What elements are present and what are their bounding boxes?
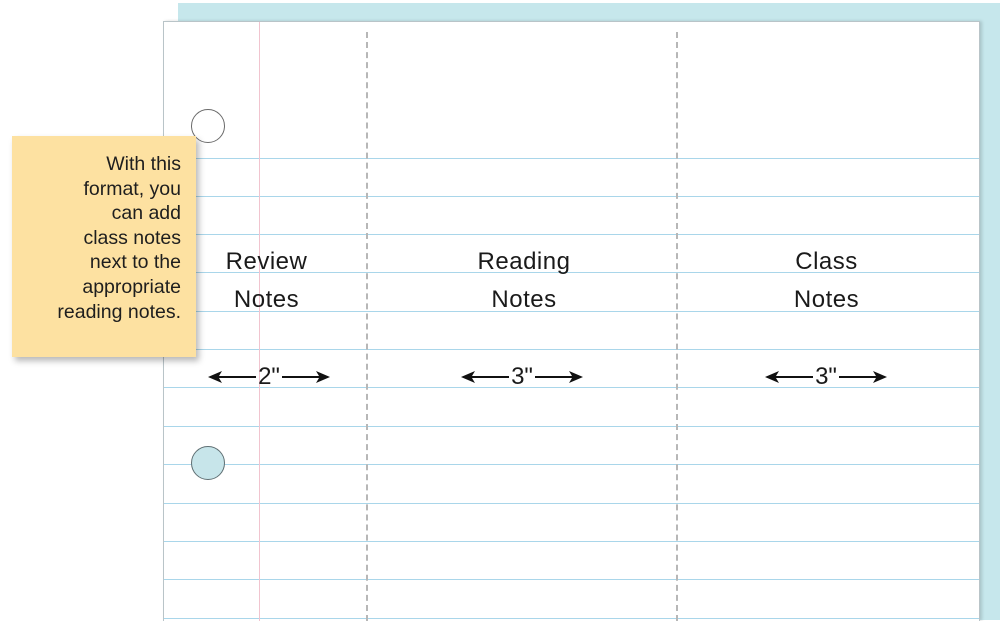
notebook-paper: Review Notes 2" Reading Notes 3" Class N… <box>163 21 980 621</box>
ruled-line <box>164 503 979 504</box>
ruled-line <box>164 234 979 235</box>
column-divider <box>676 32 678 621</box>
ruled-line <box>164 618 979 619</box>
width-indicator-reading: 3" <box>447 363 597 390</box>
ruled-line <box>164 349 979 350</box>
right-arrow-icon <box>281 371 330 383</box>
column-title-line: Reading <box>477 248 571 275</box>
width-label: 3" <box>511 363 533 390</box>
column-title-line: Notes <box>491 286 557 313</box>
column-title-line: Review <box>225 248 308 275</box>
width-label: 3" <box>815 363 837 390</box>
right-arrow-icon <box>534 371 583 383</box>
callout-line: reading notes. <box>57 300 181 323</box>
ruled-line <box>164 272 979 273</box>
ruled-line <box>164 579 979 580</box>
left-arrow-icon <box>765 371 814 383</box>
margin-line <box>259 22 260 621</box>
left-arrow-icon <box>461 371 510 383</box>
column-title-review: Review Notes <box>204 243 329 319</box>
callout-note: With this format, you can add class note… <box>12 136 196 357</box>
left-arrow-icon <box>208 371 257 383</box>
callout-line: next to the <box>89 251 181 274</box>
column-title-line: Class <box>795 248 858 275</box>
binder-hole <box>191 109 225 143</box>
callout-line: format, you <box>83 177 181 200</box>
ruled-line <box>164 426 979 427</box>
callout-line: With this <box>106 153 181 175</box>
width-indicator-review: 2" <box>194 363 344 390</box>
binder-hole <box>191 446 225 480</box>
ruled-line <box>164 464 979 465</box>
width-indicator-class: 3" <box>751 363 901 390</box>
callout-line: can add <box>111 202 181 225</box>
column-title-line: Notes <box>233 286 300 313</box>
ruled-line <box>164 311 979 312</box>
column-title-class: Class Notes <box>749 243 904 319</box>
callout-line: class notes <box>83 226 181 249</box>
ruled-line <box>164 196 979 197</box>
column-title-line: Notes <box>793 286 860 313</box>
width-label: 2" <box>258 363 280 390</box>
ruled-line <box>164 541 979 542</box>
right-arrow-icon <box>838 371 887 383</box>
ruled-line <box>164 387 979 388</box>
ruled-line <box>164 158 979 159</box>
column-title-reading: Reading Notes <box>434 243 614 319</box>
callout-line: appropriate <box>82 275 181 298</box>
column-divider <box>366 32 368 621</box>
